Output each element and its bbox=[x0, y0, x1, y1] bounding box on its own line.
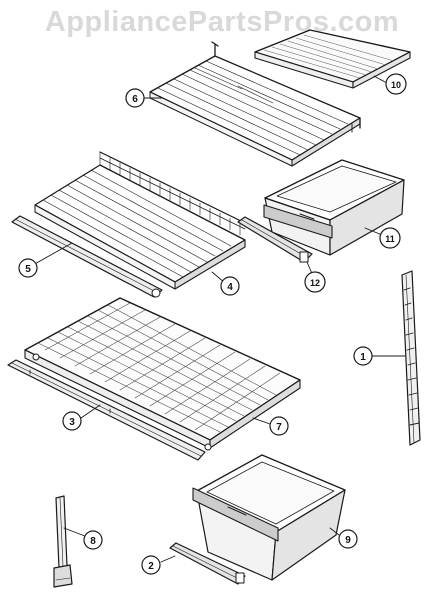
callout-7: 7 bbox=[269, 416, 289, 436]
callout-6: 6 bbox=[125, 88, 145, 108]
callout-9-label: 9 bbox=[345, 535, 351, 546]
drawer-trim bbox=[237, 216, 313, 263]
callout-7-label: 7 bbox=[276, 422, 282, 433]
wire-shelf-lower bbox=[34, 151, 246, 290]
drawer-small bbox=[263, 159, 405, 256]
drawer-large bbox=[192, 454, 346, 581]
callout-3: 3 bbox=[62, 411, 82, 431]
callout-8-label: 8 bbox=[90, 536, 96, 547]
glass-shelf-large bbox=[24, 297, 301, 451]
callout-2: 2 bbox=[141, 555, 161, 575]
callout-10-label: 10 bbox=[391, 80, 401, 90]
shelf-trim bbox=[11, 215, 163, 298]
callout-4-label: 4 bbox=[227, 282, 233, 293]
callout-8: 8 bbox=[83, 530, 103, 550]
callout-12: 12 bbox=[304, 271, 326, 293]
watermark: AppliancePartsPros.com bbox=[44, 6, 400, 38]
glass-shelf-top bbox=[254, 29, 411, 89]
callout-6-label: 6 bbox=[132, 94, 138, 105]
callout-5-label: 5 bbox=[25, 264, 31, 275]
callout-3-label: 3 bbox=[69, 417, 75, 428]
wire-shelf-upper bbox=[149, 41, 361, 167]
callout-2-label: 2 bbox=[148, 561, 154, 572]
callout-4: 4 bbox=[220, 276, 240, 296]
callout-9: 9 bbox=[338, 529, 358, 549]
callout-1: 1 bbox=[353, 346, 373, 366]
shelf-bracket bbox=[401, 270, 421, 446]
callout-10: 10 bbox=[385, 73, 407, 95]
drawer-trim-lower bbox=[169, 542, 246, 585]
callout-12-label: 12 bbox=[310, 278, 320, 288]
front-trim bbox=[7, 359, 206, 461]
callout-11-label: 11 bbox=[385, 234, 395, 244]
callout-5: 5 bbox=[18, 258, 38, 278]
leg-bracket bbox=[53, 495, 73, 588]
callout-1-label: 1 bbox=[360, 352, 366, 363]
callout-11: 11 bbox=[379, 227, 401, 249]
